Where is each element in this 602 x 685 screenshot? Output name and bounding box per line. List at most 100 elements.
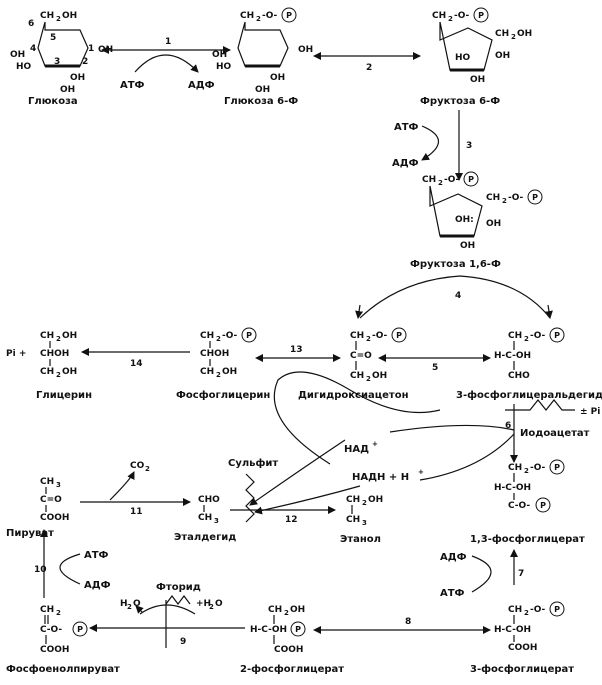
svg-text:CH: CH: [200, 367, 214, 377]
svg-text:C=O: C=O: [40, 495, 62, 505]
label-glucose: Глюкоза: [28, 96, 78, 107]
svg-text:CH: CH: [508, 605, 522, 615]
label-pg2: 2-фосфоглицерат: [240, 663, 344, 675]
plus-h2o-o: O: [215, 599, 223, 609]
pm-pi: ± Pi: [580, 407, 600, 417]
svg-text:COOH: COOH: [40, 513, 69, 523]
nad-plus: +: [372, 440, 378, 448]
label-phosphoglycerol: Фосфоглицерин: [176, 389, 270, 401]
svg-text:CH: CH: [40, 477, 54, 487]
svg-text:COOH: COOH: [274, 645, 303, 655]
svg-text:OH: OH: [495, 51, 510, 61]
label-dhap: Дигидроксиацетон: [298, 390, 409, 401]
bpg13-structure: CH 2 -O- P H-C-OH C-O- P: [494, 459, 565, 513]
svg-text:-O-: -O-: [530, 463, 546, 473]
svg-text:CHO: CHO: [508, 371, 530, 381]
h2o: H: [120, 599, 128, 609]
svg-text:CH: CH: [268, 605, 282, 615]
adp-1: АДФ: [188, 80, 215, 91]
svg-text:OH: OH: [10, 50, 25, 60]
svg-text:H-C-OH: H-C-OH: [494, 625, 531, 635]
svg-text:CH: CH: [432, 11, 446, 21]
atp-7: АТФ: [440, 588, 465, 599]
svg-text:2: 2: [502, 197, 507, 205]
svg-text:OH: OH: [62, 331, 77, 341]
svg-text:CH: CH: [508, 463, 522, 473]
svg-text:3: 3: [362, 519, 367, 527]
svg-text:2: 2: [56, 371, 61, 379]
co2: CO: [130, 461, 145, 471]
nadh-plus: +: [418, 468, 424, 476]
svg-text:P: P: [554, 331, 560, 340]
co2-sub: 2: [145, 465, 150, 473]
svg-text:C=O: C=O: [350, 351, 372, 361]
label-fructose-6p: Фруктоза 6-Ф: [420, 96, 500, 107]
svg-text:OH: OH: [270, 73, 285, 83]
label-pep: Фосфоенолпируват: [6, 663, 120, 675]
arrow-nad-to-ald: [249, 439, 346, 506]
arrow-atp-adp-3: [421, 125, 440, 161]
svg-text:CHOH: CHOH: [40, 349, 69, 359]
label-pyruvate: Пируват: [6, 528, 54, 539]
svg-text:4: 4: [30, 44, 36, 54]
svg-text:CH: CH: [350, 331, 364, 341]
svg-text:2: 2: [362, 499, 367, 507]
svg-text:P: P: [540, 501, 546, 510]
svg-text:2: 2: [438, 179, 443, 187]
fructose-16p-structure: CH 2 -O- P CH 2 -O- P OH: OH OH: [422, 171, 543, 251]
svg-text:2: 2: [524, 467, 529, 475]
svg-text:OH: OH: [255, 85, 270, 95]
svg-text:OH: OH: [70, 73, 85, 83]
pg2-structure: CH 2 OH H-C-OH . COOH P: [250, 605, 306, 655]
svg-text:CH: CH: [198, 513, 212, 523]
arrow-nadh: [419, 433, 515, 481]
svg-text:CHO: CHO: [198, 495, 220, 505]
svg-text:P: P: [295, 625, 301, 634]
svg-text:-O-: -O-: [444, 175, 460, 185]
svg-text:CH: CH: [346, 515, 360, 525]
svg-text:1: 1: [88, 44, 94, 54]
svg-text:P: P: [478, 11, 484, 20]
h2o-o: O: [133, 599, 141, 609]
svg-text:P: P: [554, 605, 560, 614]
step-1: 1: [165, 37, 171, 47]
step-9: 9: [180, 637, 186, 647]
svg-text:5: 5: [50, 33, 56, 43]
svg-text:2: 2: [82, 57, 88, 67]
svg-text:OH: OH: [290, 605, 305, 615]
svg-text:COOH: COOH: [508, 643, 537, 653]
glucose-6p-structure: CH 2 -O- P OH OH HO OH OH: [212, 7, 313, 95]
svg-text:CH: CH: [40, 605, 54, 615]
svg-text:2: 2: [448, 15, 453, 23]
plus-h2o: +H: [196, 599, 211, 609]
fructose-6p-structure: CH 2 -O- P CH 2 OH OH HO OH: [432, 7, 532, 85]
step-6: 6: [505, 421, 511, 431]
svg-text:P: P: [396, 331, 402, 340]
arrow-step-4-left: [355, 304, 364, 319]
svg-text:OH: OH: [368, 495, 383, 505]
svg-text:3: 3: [56, 481, 61, 489]
arrow-co2: [109, 471, 135, 501]
step-11: 11: [130, 507, 143, 517]
svg-text:CH: CH: [240, 11, 254, 21]
svg-text:OH: OH: [298, 45, 313, 55]
svg-text:2: 2: [524, 335, 529, 343]
phosphoglycerol-structure: CH 2 -O- P CHOH CH 2 OH: [200, 327, 257, 379]
glucose-structure: CH 2 OH 6 5 4 1 3 2 OH OH HO OH OH: [10, 11, 113, 95]
svg-text:OH: OH: [62, 11, 77, 21]
svg-text:2: 2: [56, 609, 61, 617]
g3p-structure: CH 2 -O- P H-C-OH CHO: [494, 327, 565, 381]
svg-text:H-C-OH: H-C-OH: [250, 625, 287, 635]
svg-text:-O-: -O-: [372, 331, 388, 341]
step-12: 12: [285, 515, 298, 525]
svg-text:CH: CH: [422, 175, 436, 185]
step-5: 5: [432, 363, 438, 373]
label-glycerol: Глицерин: [36, 390, 92, 401]
fluoride-zigzag: [165, 595, 191, 605]
h2o-sub: 2: [127, 603, 132, 611]
label-iodoacetate: Иодоацетат: [520, 428, 590, 439]
svg-text:2: 2: [284, 609, 289, 617]
svg-text:OH: OH: [372, 371, 387, 381]
svg-text:6: 6: [28, 19, 34, 29]
svg-text:2: 2: [511, 33, 516, 41]
